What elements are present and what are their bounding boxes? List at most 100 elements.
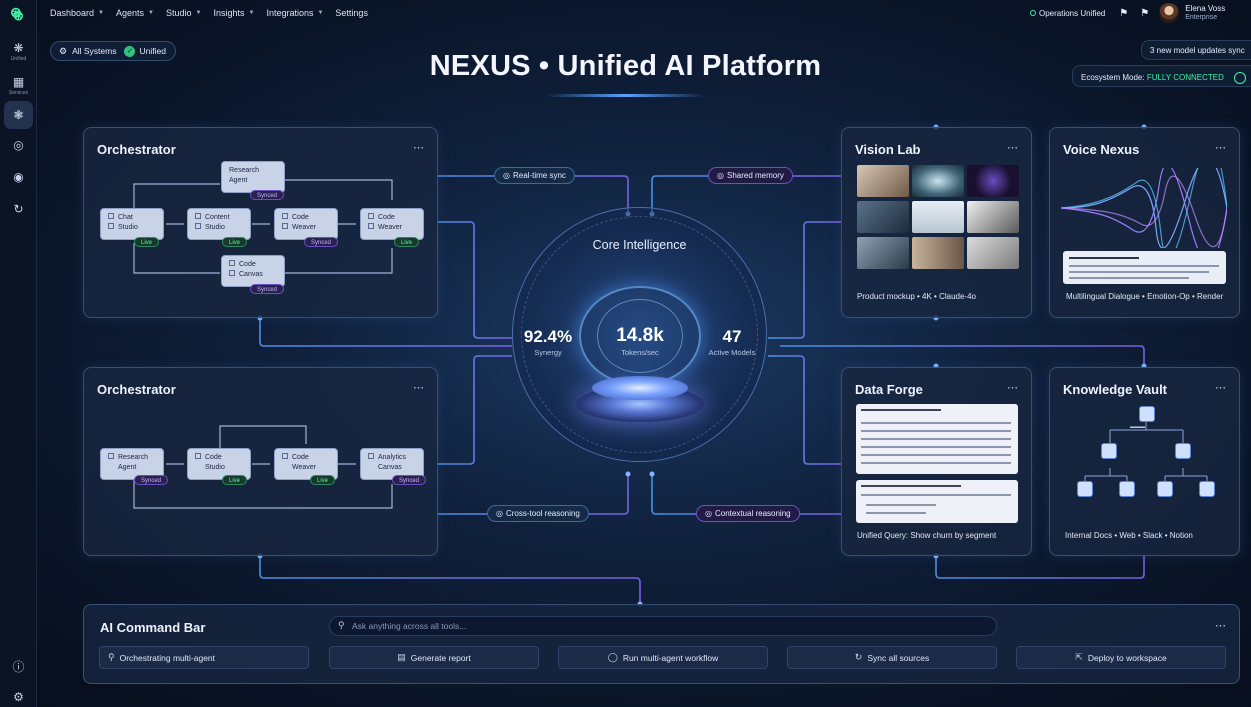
knowledge-node[interactable] xyxy=(1077,481,1093,497)
chip-shared-memory[interactable]: ◎Shared memory xyxy=(708,167,793,184)
node-line: Weaver xyxy=(378,224,402,231)
title-underline xyxy=(545,94,705,97)
command-input[interactable]: ⚲ Ask anything across all tools... xyxy=(329,616,997,636)
knowledge-node[interactable] xyxy=(1139,406,1155,422)
status-badge: Synced xyxy=(250,284,285,294)
vision-thumbnail[interactable] xyxy=(912,237,964,269)
vision-thumbnail[interactable] xyxy=(912,201,964,233)
unified-query-card[interactable] xyxy=(856,480,1018,523)
nav-studio[interactable]: Studio▼ xyxy=(166,8,201,18)
action-label: Orchestrating multi-agent xyxy=(119,652,216,663)
knowledge-node[interactable] xyxy=(1157,481,1173,497)
vision-thumbnail[interactable] xyxy=(857,237,909,269)
target-icon: ◎ xyxy=(13,138,24,152)
action-run-workflow[interactable]: ◯Run multi-agent workflow xyxy=(558,646,768,669)
node-line: Weaver xyxy=(292,224,316,231)
chip-realtime-sync[interactable]: ◎Real-time sync xyxy=(494,167,575,184)
more-icon[interactable]: ⋯ xyxy=(1007,382,1019,394)
status-badge: Synced xyxy=(304,237,339,247)
rail-item-target[interactable]: ◎ xyxy=(4,131,33,159)
rail-logo[interactable]: ⊛ xyxy=(13,8,24,23)
rail-item-eye[interactable]: ◉ xyxy=(4,163,33,191)
vision-thumbnail[interactable] xyxy=(857,201,909,233)
node-line: Studio xyxy=(205,464,225,471)
more-icon[interactable]: ⋯ xyxy=(413,382,425,394)
transcript-line xyxy=(1069,265,1219,267)
node-line: Research xyxy=(229,167,259,174)
action-orchestrating[interactable]: ⚲Orchestrating multi-agent xyxy=(99,646,309,669)
toggle-icon[interactable] xyxy=(1234,72,1247,84)
query-line xyxy=(861,485,961,487)
avatar[interactable] xyxy=(1159,3,1180,23)
nav-agents[interactable]: Agents▼ xyxy=(116,8,154,18)
all-systems-filter[interactable]: ⚙ All Systems ✓ Unified xyxy=(50,41,176,61)
nav-settings[interactable]: Settings xyxy=(335,8,368,18)
notification-icon[interactable]: ⚑ xyxy=(1140,7,1150,19)
vision-thumbnail[interactable] xyxy=(967,165,1019,197)
rail-item-label: Services xyxy=(8,89,29,96)
knowledge-vault-panel: Knowledge Vault ⋯ ▬▬▬ Internal Docs • We… xyxy=(1049,367,1240,556)
table-line xyxy=(861,462,1011,464)
chevron-down-icon: ▼ xyxy=(248,10,255,16)
node-line: Code xyxy=(378,214,395,221)
nav-insights[interactable]: Insights▼ xyxy=(213,8,254,18)
knowledge-node[interactable] xyxy=(1101,443,1117,459)
node-icon xyxy=(282,223,288,229)
user-block[interactable]: Elena Voss Enterprise xyxy=(1185,4,1225,22)
rail-item-refresh[interactable]: ↻ xyxy=(4,195,33,223)
knowledge-node[interactable] xyxy=(1119,481,1135,497)
bell-icon[interactable]: ⚑ xyxy=(1119,7,1129,19)
action-sync-sources[interactable]: ↻Sync all sources xyxy=(787,646,997,669)
user-name: Elena Voss xyxy=(1185,4,1226,13)
settings-button[interactable]: ⚙ xyxy=(4,683,33,707)
model-updates-badge[interactable]: 3 new model updates sync xyxy=(1141,40,1251,60)
node-icon xyxy=(108,223,114,229)
vision-thumbnail[interactable] xyxy=(912,165,964,197)
action-deploy[interactable]: ⇱Deploy to workspace xyxy=(1016,646,1226,669)
grid-icon: ▦ xyxy=(12,74,25,89)
vision-thumbnail[interactable] xyxy=(967,201,1019,233)
vision-thumbnail[interactable] xyxy=(857,165,909,197)
more-icon[interactable]: ⋯ xyxy=(1215,620,1227,632)
left-rail: ⊛ ❋ Unified ▦ Services ❃ ◎ ◉ ↻ ⓘ ⚙ xyxy=(0,0,37,707)
knowledge-node[interactable] xyxy=(1175,443,1191,459)
search-icon: ⚲ xyxy=(338,620,345,630)
app-logo[interactable]: ⊛ xyxy=(10,4,22,20)
node-icon xyxy=(229,270,235,276)
nav-label: Agents xyxy=(115,8,145,18)
more-icon[interactable]: ⋯ xyxy=(1007,142,1019,154)
chip-contextual[interactable]: ◎Contextual reasoning xyxy=(696,505,800,522)
nav-dashboard[interactable]: Dashboard▼ xyxy=(50,8,104,18)
node-line: Code xyxy=(292,214,309,221)
rail-item-unified[interactable]: ❋ Unified xyxy=(4,37,33,65)
action-label: Deploy to workspace xyxy=(1087,652,1167,663)
help-button[interactable]: ⓘ xyxy=(4,652,33,680)
more-icon[interactable]: ⋯ xyxy=(413,142,425,154)
status-dot-icon xyxy=(1030,10,1036,16)
chip-cross-tool[interactable]: ◎Cross-tool reasoning xyxy=(487,505,589,522)
knowledge-node[interactable] xyxy=(1199,481,1215,497)
chevron-down-icon: ▼ xyxy=(98,10,104,16)
rail-item-services[interactable]: ▦ Services xyxy=(4,71,33,99)
nav-label: Insights xyxy=(213,8,245,18)
vision-thumbnail[interactable] xyxy=(967,237,1019,269)
more-icon[interactable]: ⋯ xyxy=(1215,142,1227,154)
nav-integrations[interactable]: Integrations▼ xyxy=(266,8,323,18)
action-generate-report[interactable]: ▤Generate report xyxy=(329,646,539,669)
status-badge: Synced xyxy=(134,475,169,485)
rail-item-orbit[interactable]: ❃ xyxy=(4,101,33,129)
page-title: NEXUS • Unified AI Platform xyxy=(429,50,822,82)
table-line xyxy=(861,438,1011,440)
ecosystem-mode-badge[interactable]: Ecosystem Mode: FULLY CONNECTED xyxy=(1072,65,1251,87)
more-icon[interactable]: ⋯ xyxy=(1215,382,1227,394)
